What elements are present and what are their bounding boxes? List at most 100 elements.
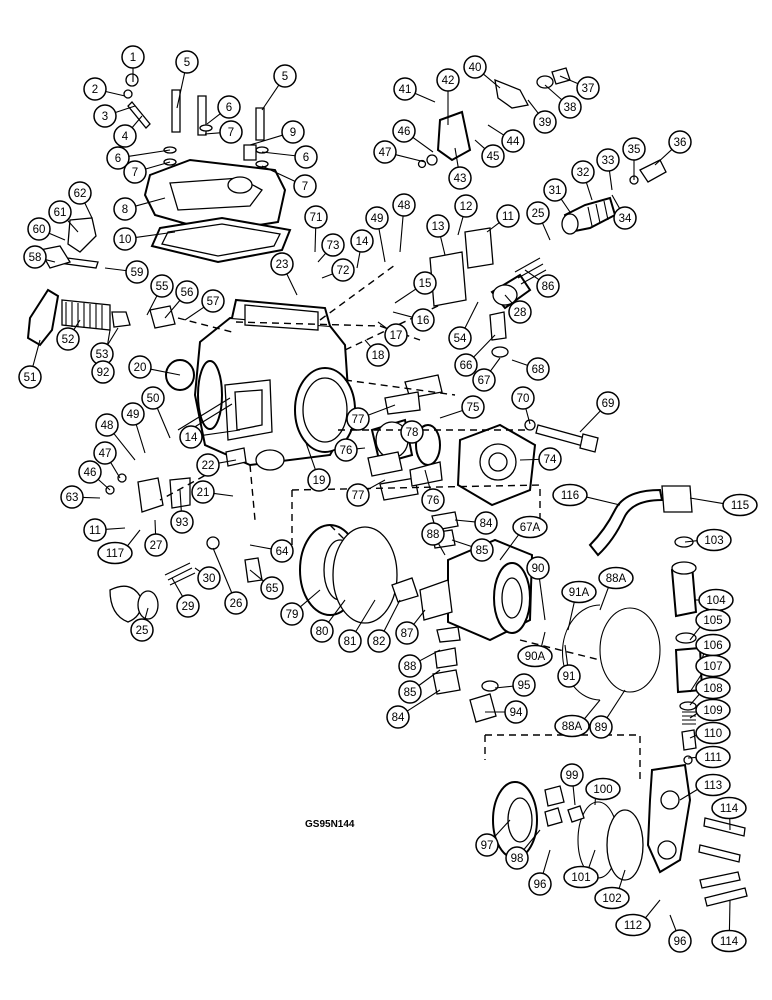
callout-bubble xyxy=(594,886,630,910)
callout-label: 15 xyxy=(419,278,432,290)
callout-62: 62 xyxy=(68,181,92,205)
callout-label: 48 xyxy=(101,420,114,432)
leader-line xyxy=(82,496,101,499)
callout-bubble xyxy=(150,274,174,298)
callout-label: 43 xyxy=(454,173,467,185)
callout-bubble xyxy=(504,700,528,724)
callout-bubble xyxy=(60,485,84,509)
callout-46: 46 xyxy=(392,119,416,143)
callout-67a: 67A xyxy=(512,515,548,539)
callout-bubble xyxy=(294,145,318,169)
leader-line xyxy=(194,567,201,573)
callout-label: 85 xyxy=(404,687,417,699)
leader-line xyxy=(135,424,146,454)
callout-bubble xyxy=(538,447,562,471)
callout-bubble xyxy=(392,193,416,217)
callout-4: 4 xyxy=(113,124,137,148)
callout-114: 114 xyxy=(711,929,747,953)
callout-label: 101 xyxy=(571,872,590,884)
leader-line xyxy=(519,458,540,461)
callout-84: 84 xyxy=(386,705,410,729)
leader-line xyxy=(394,288,417,304)
callout-bubble xyxy=(23,245,47,269)
leader-line xyxy=(541,222,551,241)
callout-77: 77 xyxy=(346,483,370,507)
callout-label: 19 xyxy=(313,475,326,487)
leader-line xyxy=(611,194,621,209)
callout-bubble xyxy=(128,355,152,379)
callout-label: 27 xyxy=(150,540,163,552)
callout-59: 59 xyxy=(125,260,149,284)
leader-line xyxy=(474,139,486,150)
leader-line xyxy=(473,334,496,358)
callout-label: 117 xyxy=(106,548,124,560)
leader-line xyxy=(542,849,551,874)
callout-bubble xyxy=(78,460,102,484)
callout-27: 27 xyxy=(144,533,168,557)
leader-line xyxy=(541,631,546,647)
callout-bubble xyxy=(411,308,435,332)
callout-107: 107 xyxy=(695,654,731,678)
callout-label: 113 xyxy=(704,780,722,792)
callout-61: 61 xyxy=(48,200,72,224)
callout-bubble xyxy=(113,197,137,221)
callout-bubble xyxy=(528,872,552,896)
leader-line xyxy=(48,232,66,241)
callout-label: 7 xyxy=(302,181,308,193)
callout-bubble xyxy=(310,619,334,643)
callout-81: 81 xyxy=(338,629,362,653)
leader-line xyxy=(115,105,136,114)
callout-label: 12 xyxy=(460,201,473,213)
callout-label: 14 xyxy=(185,432,198,444)
leader-line xyxy=(261,151,296,157)
callout-bubble xyxy=(622,137,646,161)
leader-line xyxy=(104,267,127,272)
callout-label: 98 xyxy=(511,853,524,865)
callout-88: 88 xyxy=(421,522,445,546)
callout-45: 45 xyxy=(481,144,505,168)
callout-bubble xyxy=(141,386,165,410)
callout-bubble xyxy=(695,676,731,700)
callout-97: 97 xyxy=(475,833,499,857)
callout-label: 20 xyxy=(134,362,147,374)
leader-line xyxy=(527,99,539,114)
leader-line xyxy=(645,899,661,919)
callout-label: 49 xyxy=(127,409,140,421)
callout-116: 116 xyxy=(552,483,588,507)
callout-3: 3 xyxy=(93,104,117,128)
callout-label: 80 xyxy=(316,626,329,638)
callout-29: 29 xyxy=(176,594,200,618)
callout-label: 25 xyxy=(532,208,545,220)
leader-line xyxy=(483,73,501,89)
callout-46: 46 xyxy=(78,460,102,484)
callout-label: 41 xyxy=(399,84,412,96)
callout-bubble xyxy=(505,846,529,870)
callout-label: 76 xyxy=(340,445,353,457)
callout-label: 104 xyxy=(706,595,726,607)
leader-line xyxy=(654,149,673,166)
callout-48: 48 xyxy=(95,413,119,437)
callout-37: 37 xyxy=(576,76,600,100)
callout-label: 47 xyxy=(99,448,112,460)
callout-label: 42 xyxy=(442,75,455,87)
callout-label: 90A xyxy=(525,651,546,663)
callout-label: 47 xyxy=(379,147,392,159)
callout-bubble xyxy=(454,194,478,218)
callout-1: 1 xyxy=(121,45,145,69)
callout-label: 74 xyxy=(544,454,557,466)
callout-100: 100 xyxy=(585,777,621,801)
callout-49: 49 xyxy=(121,402,145,426)
leader-line xyxy=(689,497,724,505)
leader-line xyxy=(105,527,126,530)
callout-bubble xyxy=(331,258,355,282)
leader-line xyxy=(249,569,264,582)
callout-bubble xyxy=(596,391,620,415)
callout-11: 11 xyxy=(83,518,107,542)
leader-line xyxy=(494,819,511,838)
callout-bubble xyxy=(563,865,599,889)
callout-label: 114 xyxy=(720,936,739,948)
callout-bubble xyxy=(144,533,168,557)
callout-bubble xyxy=(596,148,620,172)
leader-line xyxy=(107,327,119,345)
